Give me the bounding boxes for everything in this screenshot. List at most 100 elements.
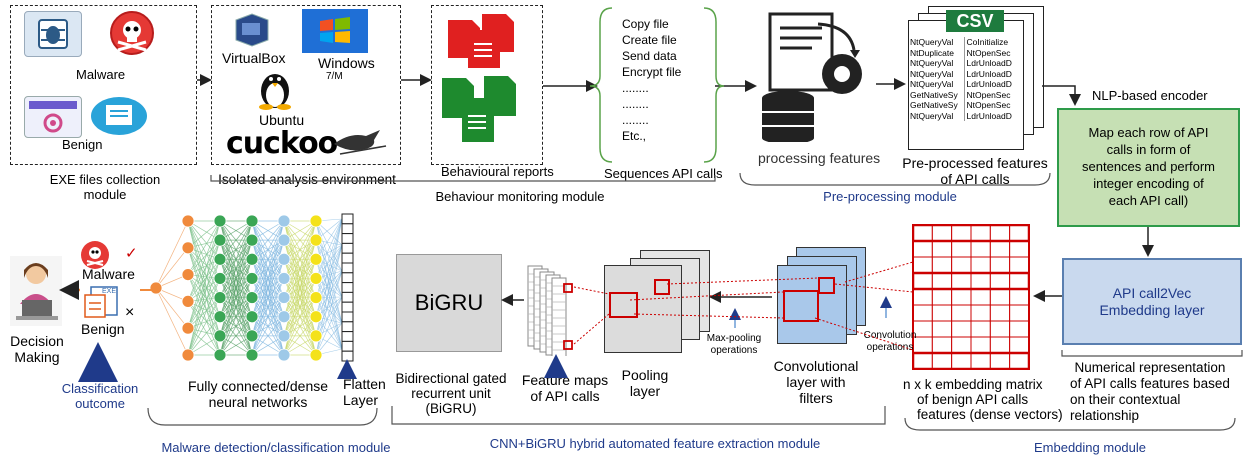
nn-edge	[187, 220, 221, 302]
nn-neuron	[309, 252, 323, 266]
nn-neuron	[309, 329, 323, 343]
bigru-caption: Bidirectional gated recurrent unit (BiGR…	[388, 371, 514, 416]
conv-op-line2: operations	[866, 342, 914, 353]
nn-neuron	[277, 291, 291, 304]
nn-edge	[251, 220, 285, 279]
detection-module-label: Malware detection/classification module	[161, 440, 391, 455]
csv-cell: NtQueryVal	[910, 79, 965, 90]
nn-edge	[187, 247, 221, 317]
feature-map-red-cell	[563, 340, 573, 350]
output-benign-label: Benign	[81, 321, 125, 337]
nn-edge	[219, 220, 253, 260]
maxpool-operations-label: Max-pooling operations	[703, 333, 765, 357]
conv-layer-line: layer with	[786, 374, 846, 390]
virtualbox-icon	[230, 10, 272, 48]
pool-red-window-large	[609, 292, 638, 318]
nn-edge	[219, 278, 253, 356]
conv-operations-label: Convolution operations	[861, 330, 919, 354]
nn-edge	[283, 278, 317, 356]
nn-edge	[251, 220, 285, 298]
projection-lines	[573, 261, 914, 351]
user-laptop-icon	[10, 256, 62, 326]
csv-cell: LdrUnloadD	[966, 110, 1012, 121]
numerical-bracket	[1061, 350, 1243, 357]
nn-edge	[155, 247, 189, 289]
exe-collection-box	[10, 5, 197, 165]
nn-edge	[187, 220, 221, 260]
nn-neuron	[277, 272, 291, 285]
csv-cell: LdrUnloadD	[966, 79, 1012, 89]
nn-edge	[187, 259, 221, 329]
nn-neuron	[181, 268, 195, 281]
csv-cell: GetNativeSy	[910, 100, 965, 111]
preprocessing-bracket	[739, 172, 1051, 186]
encoder-line: each API call)	[1108, 193, 1189, 208]
outcome-line1: Classification	[61, 381, 139, 396]
nn-neuron	[277, 348, 291, 362]
nn-neuron	[213, 233, 227, 247]
nn-neuron	[181, 214, 195, 228]
behaviour-module-label: Behaviour monitoring module	[435, 189, 605, 204]
preprocessed-caption-line2: of API calls	[940, 171, 1010, 187]
nn-edge	[315, 218, 343, 298]
api-call-item: Create file	[622, 33, 677, 47]
conv-layer-line: filters	[799, 390, 833, 406]
api-call-item: Send data	[622, 49, 677, 63]
numerical-representation-text: Numerical representation of API calls fe…	[1070, 360, 1230, 424]
nn-edge	[187, 220, 221, 249]
csv-cell: LdrUnloadD	[966, 68, 1012, 79]
csv-cell: NtOpenSec	[966, 47, 1011, 58]
nn-edge	[219, 297, 253, 356]
nlp-encoder-title: NLP-based encoder	[1092, 88, 1208, 103]
nn-neuron	[181, 295, 195, 308]
isolated-env-caption: Isolated analysis environment	[218, 172, 396, 187]
csv-cell: NtQueryVal	[910, 68, 965, 79]
nn-neuron	[277, 252, 291, 266]
csv-cell: NtOpenSec	[966, 89, 1011, 100]
nn-edge	[283, 220, 317, 260]
virtualbox-label: VirtualBox	[222, 50, 286, 66]
api-calls-brace	[589, 7, 613, 163]
preprocessing-module-label: Pre-processing module	[823, 189, 957, 204]
flatten-line1: Flatten	[343, 376, 386, 392]
nlp-encoder-box: Map each row of API calls in form of sen…	[1057, 108, 1240, 227]
nn-edge	[187, 220, 221, 279]
pool-red-window-small	[654, 279, 670, 295]
api-call-item: ........	[622, 113, 649, 127]
nn-edge	[315, 322, 343, 356]
decision-line1: Decision	[10, 333, 64, 349]
nn-neuron	[181, 348, 195, 362]
cnn-bracket	[391, 406, 886, 425]
nn-edge	[187, 278, 221, 329]
feature-map-red-cell	[563, 283, 573, 293]
api-call-item: Encrypt file	[622, 65, 682, 79]
nn-edge	[155, 287, 189, 356]
matrix-line: of benign API calls	[917, 392, 1029, 407]
behaviour-module-bracket	[210, 175, 716, 182]
dense-neural-network	[149, 214, 343, 362]
nn-edge	[251, 220, 285, 260]
nn-edge	[187, 278, 221, 302]
matrix-line: features (dense vectors)	[917, 407, 1063, 422]
embedding-box-line2: Embedding layer	[1099, 302, 1205, 318]
feature-maps-stack	[527, 265, 573, 356]
windows-logo-icon	[302, 9, 368, 53]
nn-edge	[315, 218, 343, 260]
nn-edge	[283, 316, 317, 356]
nn-neuron	[213, 291, 227, 304]
nn-neuron	[309, 233, 323, 247]
conv-layer-caption: Convolutional layer with filters	[766, 358, 866, 406]
csv-cell: NtOpenSec	[966, 100, 1011, 110]
benign-exe-icon	[83, 285, 119, 319]
encoder-line: integer encoding of	[1093, 176, 1204, 191]
api-calls-caption: Sequences API calls	[604, 166, 723, 181]
nn-neuron	[277, 214, 291, 228]
malware-label: Malware	[76, 67, 126, 82]
nn-neuron	[181, 321, 195, 335]
nn-edge	[187, 274, 221, 337]
